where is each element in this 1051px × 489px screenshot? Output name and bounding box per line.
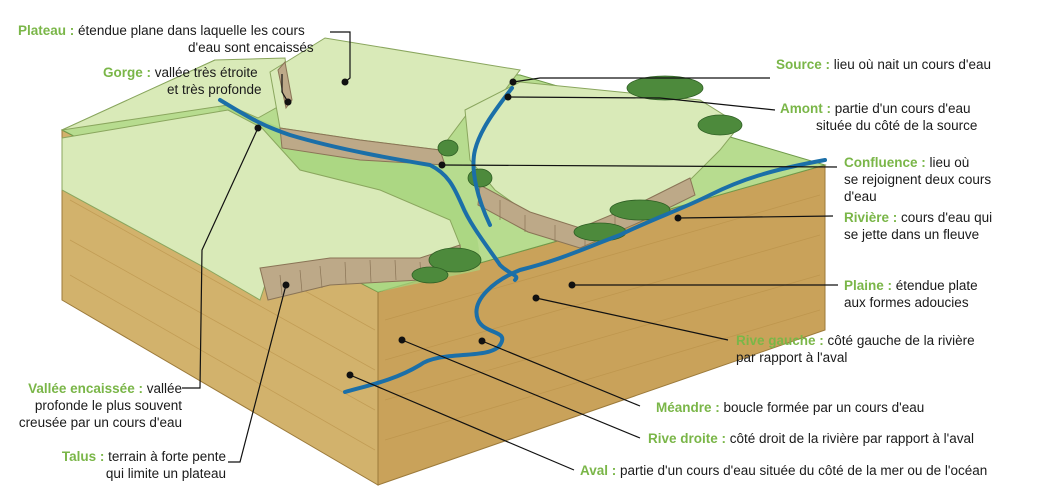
label-vallee-encaissee: Vallée encaissée : vallée profonde le pl… (14, 380, 182, 431)
desc-source-1: lieu où nait un cours d'eau (833, 57, 991, 72)
term-rive-droite: Rive droite : (648, 431, 727, 446)
term-riviere: Rivière : (844, 210, 898, 225)
label-source: Source : lieu où nait un cours d'eau (776, 56, 991, 73)
term-rive-gauche: Rive gauche : (736, 333, 824, 348)
term-vallee: Vallée encaissée : (28, 381, 143, 396)
label-riviere: Rivière : cours d'eau qui se jette dans … (844, 209, 992, 243)
term-plaine: Plaine : (844, 278, 893, 293)
cliff-right (477, 177, 696, 249)
desc-rive-droite-1: côté droit de la rivière par rapport à l… (729, 431, 974, 446)
term-meandre: Méandre : (656, 400, 720, 415)
label-rive-droite: Rive droite : côté droit de la rivière p… (648, 430, 974, 447)
desc-meandre-1: boucle formée par un cours d'eau (723, 400, 925, 415)
label-aval: Aval : partie d'un cours d'eau située du… (580, 462, 987, 479)
desc-confluence-1: lieu où (929, 155, 970, 170)
desc-plateau-2: d'eau sont encaissés (188, 40, 314, 55)
desc-rive-gauche-2: par rapport à l'aval (736, 350, 848, 365)
leader-lines (182, 31, 838, 471)
cliff-gorge (277, 60, 293, 110)
desc-confluence-3: d'eau (844, 189, 877, 204)
desc-vallee-1: vallée (146, 381, 182, 396)
label-confluence: Confluence : lieu où se rejoignent deux … (844, 154, 991, 205)
desc-riviere-1: cours d'eau qui (901, 210, 993, 225)
term-gorge: Gorge : (103, 65, 152, 80)
term-confluence: Confluence : (844, 155, 926, 170)
desc-aval-1: partie d'un cours d'eau située du côté d… (620, 463, 988, 478)
desc-plaine-1: étendue plate (895, 278, 978, 293)
forest-patches (411, 75, 743, 284)
desc-vallee-3: creusée par un cours d'eau (18, 415, 182, 430)
label-meandre: Méandre : boucle formée par un cours d'e… (656, 399, 924, 416)
term-plateau: Plateau : (18, 23, 75, 38)
desc-plateau-1: étendue plane dans laquelle les cours (78, 23, 305, 38)
term-amont: Amont : (780, 101, 831, 116)
desc-plaine-2: aux formes adoucies (844, 295, 969, 310)
leader-dots (254, 78, 682, 379)
desc-vallee-2: profonde le plus souvent (34, 398, 182, 413)
label-rive-gauche: Rive gauche : côté gauche de la rivière … (736, 332, 975, 366)
desc-amont-1: partie d'un cours d'eau (834, 101, 971, 116)
desc-gorge-1: vallée très étroite (154, 65, 258, 80)
label-plaine: Plaine : étendue plate aux formes adouci… (844, 277, 978, 311)
term-aval: Aval : (580, 463, 617, 478)
desc-talus-1: terrain à forte pente (108, 449, 226, 464)
label-amont: Amont : partie d'un cours d'eau située d… (780, 100, 977, 134)
term-talus: Talus : (61, 449, 105, 464)
river-network (218, 86, 827, 394)
term-source: Source : (776, 57, 831, 72)
desc-gorge-2: et très profonde (167, 82, 262, 97)
desc-amont-2: située du côté de la source (816, 118, 978, 133)
label-gorge: Gorge : vallée très étroite et très prof… (103, 64, 262, 98)
desc-riviere-2: se jette dans un fleuve (844, 227, 980, 242)
desc-talus-2: qui limite un plateau (105, 466, 226, 481)
desc-confluence-2: se rejoignent deux cours (844, 172, 992, 187)
label-plateau: Plateau : étendue plane dans laquelle le… (18, 22, 314, 56)
desc-rive-gauche-1: côté gauche de la rivière (827, 333, 975, 348)
label-talus: Talus : terrain à forte pente qui limite… (40, 448, 226, 482)
